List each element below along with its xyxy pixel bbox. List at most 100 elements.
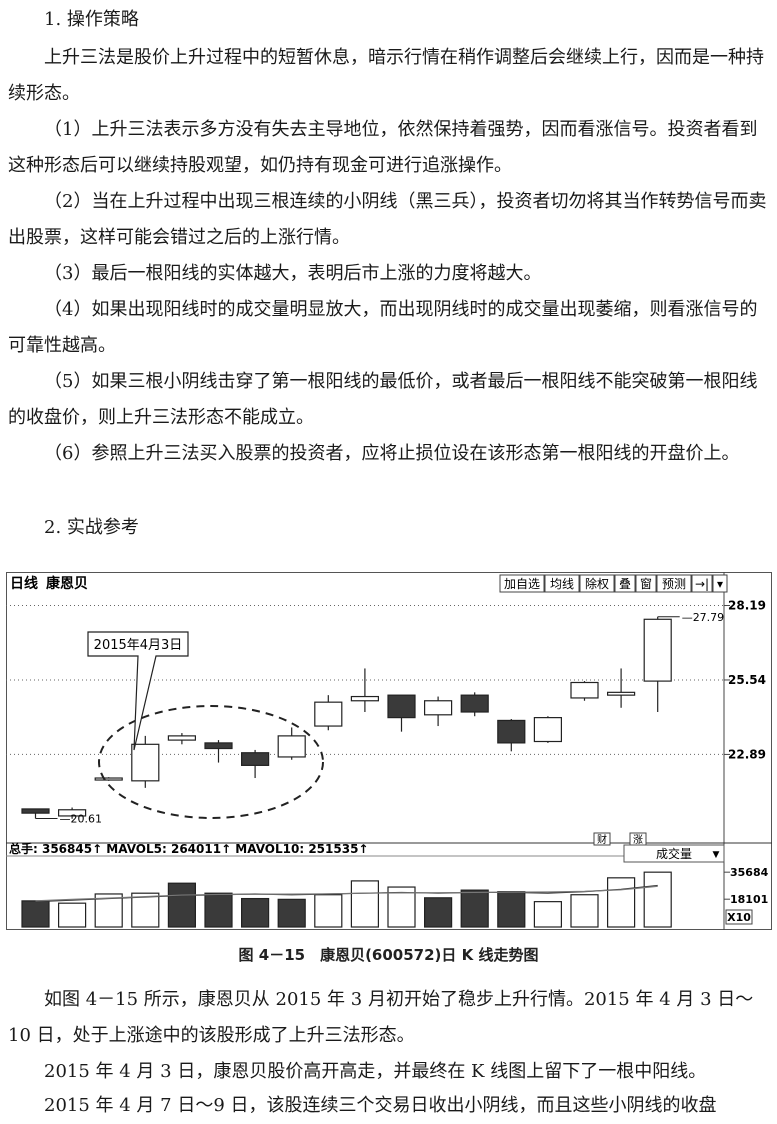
volume-multiplier-box [725, 909, 753, 925]
volume-bar [167, 882, 196, 928]
volume-header: 总手: 356845↑ MAVOL5: 264011↑ MAVOL10: 251… [9, 841, 368, 856]
annotation-label-0: —20.61 [60, 812, 103, 825]
price-tick-label-1: 25.54 [728, 673, 766, 687]
pattern-highlight-ellipse [98, 705, 324, 819]
volume-indicator-label: 成交量 [656, 846, 692, 861]
candle [314, 695, 343, 731]
toolbar-button-2[interactable] [579, 574, 615, 593]
candle [424, 696, 453, 727]
candle-body [131, 743, 160, 782]
candle [241, 749, 270, 779]
candle [570, 681, 599, 701]
volume-bar [21, 900, 50, 928]
toolbar-button-label-1: 均线 [550, 577, 574, 591]
toolbar-button-5[interactable] [656, 574, 692, 593]
toolbar-button-label-2: 除权 [585, 576, 609, 591]
toolbar-button-1[interactable] [544, 574, 580, 593]
body-paragraph-3: 2015 年 4 月 7 日～9 日，该股连续三个交易日收出小阴线，而且这些小阴… [44, 1095, 717, 1116]
candle-body [533, 717, 563, 743]
toolbar-button-label-3: 叠 [619, 577, 631, 591]
figure-caption: 图 4－15 康恩贝(600572)日 K 线走势图 [238, 946, 539, 964]
candle [350, 668, 379, 712]
annotation-label-1: —27.79 [682, 611, 725, 624]
toolbar-button-6[interactable] [691, 574, 713, 593]
candle-body [350, 695, 379, 702]
point-paragraph-3: （3）最后一根阳线的实体越大，表明后市上涨的力度将越大。 [44, 263, 542, 284]
point-paragraph-6: （6）参照上升三法买入股票的投资者，应将止损位设在该形态第一根阳线的开盘价上。 [44, 443, 740, 464]
toolbar-button-label-7: ▾ [717, 577, 723, 591]
stock-name: 康恩贝 [46, 575, 88, 592]
candles [21, 616, 672, 819]
marker-cai[interactable] [593, 832, 611, 846]
candle-body [241, 752, 270, 766]
volume-bar [387, 886, 416, 928]
section-heading-cases: 2. 实战参考 [44, 517, 139, 538]
toolbar-button-label-5: 预测 [662, 577, 686, 591]
toolbar-button-7[interactable] [712, 574, 728, 593]
toolbar-button-label-6: →| [695, 577, 709, 591]
volume-tick-label-1: 18101 [730, 893, 768, 906]
price-tick-label-2: 22.89 [728, 747, 766, 761]
toolbar-button-0[interactable] [499, 574, 545, 593]
toolbar-button-4[interactable] [635, 574, 657, 593]
volume-tick-label-0: 35684 [730, 866, 769, 879]
volume-ma-lines [35, 884, 658, 903]
volume-bar [460, 889, 489, 928]
candle [57, 807, 87, 819]
volume-bar [241, 897, 270, 928]
callout-bubble [87, 631, 189, 751]
candle [277, 727, 306, 760]
candle-body [606, 691, 636, 696]
point-paragraph-4: （4）如果出现阳线时的成交量明显放大，而出现阴线时的成交量出现萎缩，则看涨信号的… [8, 299, 758, 356]
candle-body [643, 618, 672, 682]
point-paragraph-5: （5）如果三根小阴线击穿了第一根阳线的最低价，或者最后一根阳线不能突破第一根阳线… [8, 371, 758, 428]
volume-bar [643, 871, 672, 928]
candle-body [460, 694, 489, 713]
volume-bar [570, 894, 599, 928]
volume-bar [497, 891, 526, 928]
candle-body [277, 735, 306, 758]
volume-bar [314, 894, 343, 928]
volume-bar [424, 897, 453, 928]
candle-body [57, 809, 87, 817]
body-paragraph-1: 如图 4－15 所示，康恩贝从 2015 年 3 月初开始了稳步上升行情。201… [8, 989, 754, 1046]
candle [643, 616, 672, 712]
kline-chart-svg: 日线 康恩贝 加自选均线除权叠窗预测→|▾ 28.1925.5422.89 —2… [6, 572, 772, 930]
candle-body [94, 777, 123, 781]
point-paragraph-2: （2）当在上升过程中出现三根连续的小阴线（黑三兵），投资者切勿将其当作转势信号而… [8, 191, 767, 248]
section-heading-strategy: 1. 操作策略 [44, 9, 139, 30]
candle [94, 777, 123, 781]
candle [167, 733, 196, 745]
candle-body [21, 808, 50, 814]
point-paragraph-1: （1）上升三法表示多方没有失去主导地位，依然保持着强势，因而看涨信号。投资者看到… [8, 119, 758, 176]
period-label: 日线 [10, 575, 38, 592]
candle [460, 692, 489, 717]
candle [497, 719, 526, 752]
volume-bar [204, 892, 233, 928]
intro-paragraph: 上升三法是股价上升过程中的短暂休息，暗示行情在稍作调整后会继续上行，因而是一种持… [8, 47, 764, 104]
toolbar-button-label-4: 窗 [640, 577, 652, 591]
body-paragraph-2: 2015 年 4 月 3 日，康恩贝股价高开高走，并最终在 K 线图上留下了一根… [44, 1061, 707, 1082]
volume-axis: 35684 18101 [724, 866, 769, 906]
chevron-down-icon: ▼ [713, 850, 720, 860]
candle [533, 716, 563, 743]
volume-multiplier: X10 [727, 911, 751, 924]
candle-body [204, 742, 233, 750]
price-axis: 28.19 25.54 22.89 [724, 599, 766, 761]
volume-bar [533, 901, 563, 928]
marker-zhang-label: 涨 [633, 834, 643, 846]
volume-bar [277, 898, 306, 928]
volume-ma-line-1 [35, 885, 658, 902]
price-tick-label-0: 28.19 [728, 599, 766, 613]
candle-body [387, 694, 416, 719]
marker-cai-label: 财 [597, 833, 607, 846]
callout-date-label: 2015年4月3日 [94, 638, 183, 653]
candle [387, 694, 416, 732]
toolbar-button-3[interactable] [614, 574, 636, 593]
candle [606, 668, 636, 708]
candle-body [570, 681, 599, 699]
volume-indicator-select[interactable] [623, 844, 725, 863]
volume-bar [94, 893, 123, 928]
